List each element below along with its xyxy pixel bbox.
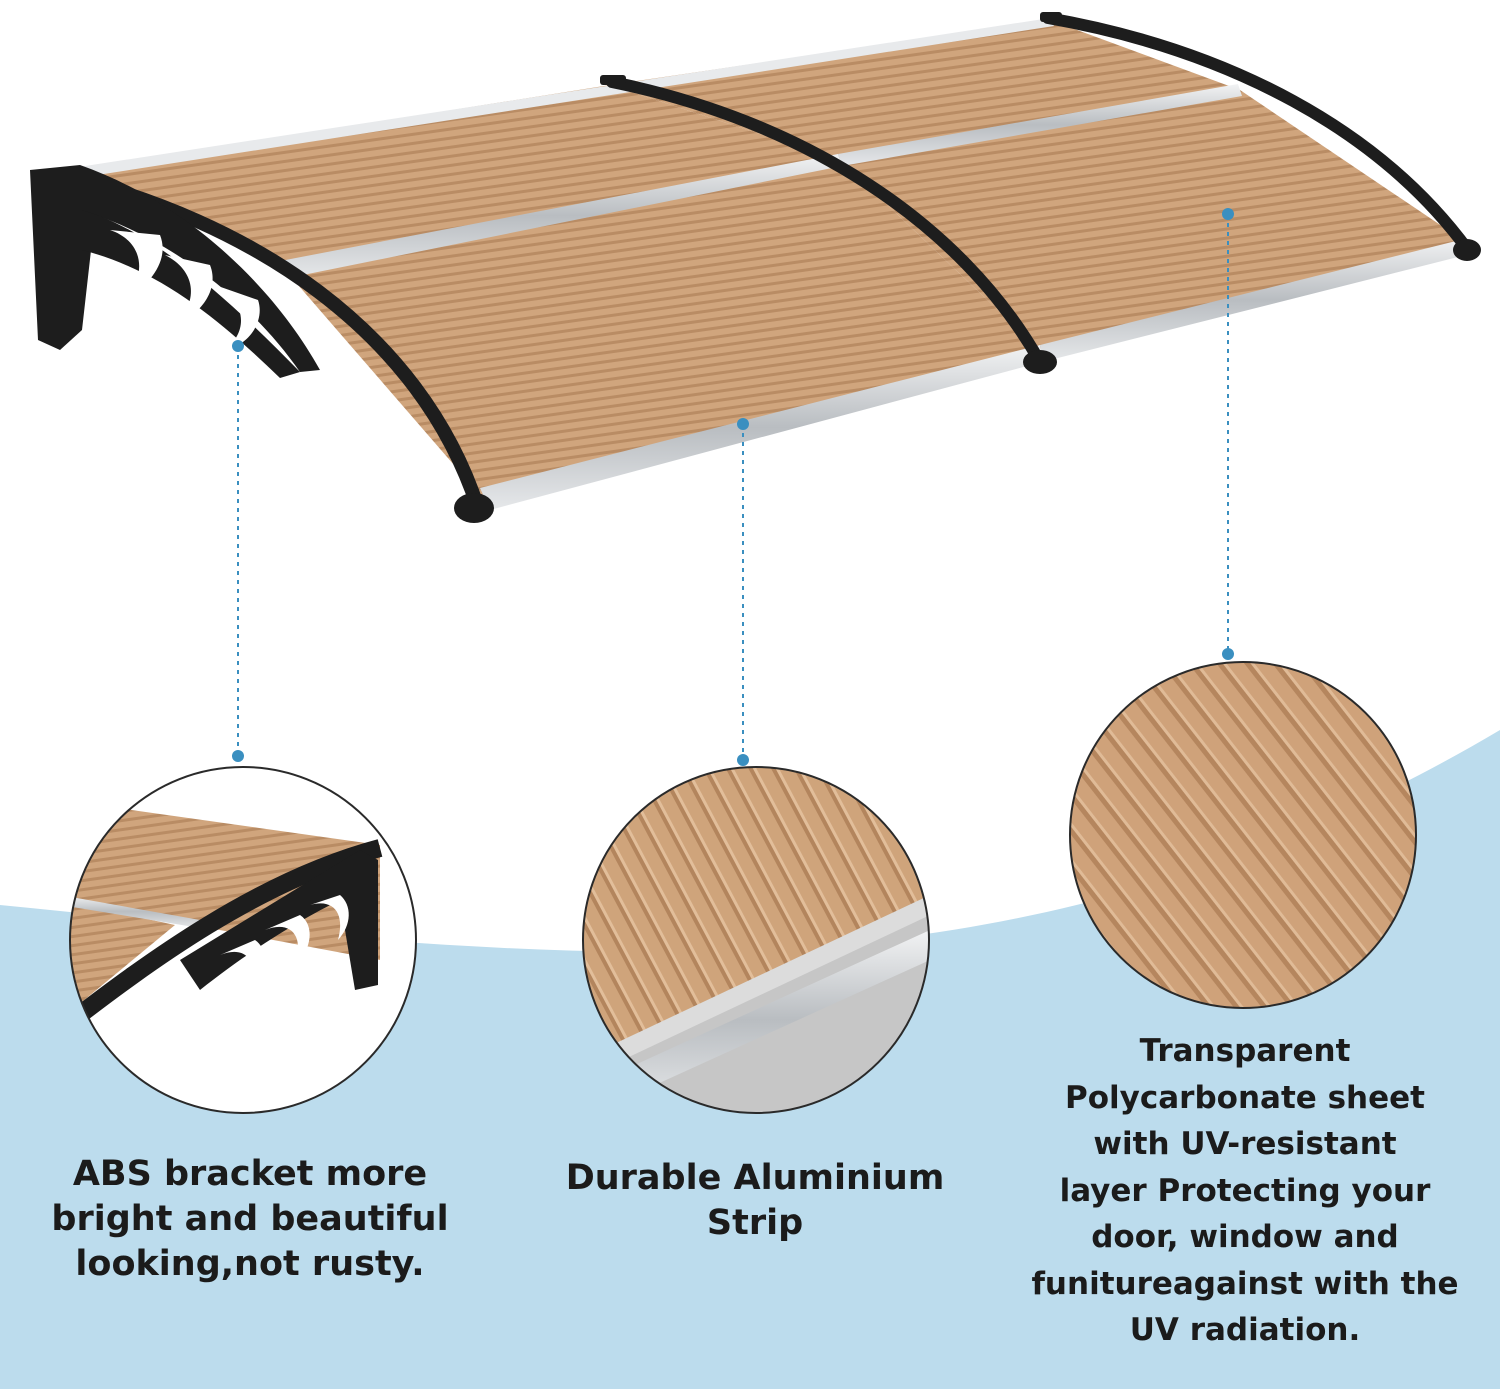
- callout-dot-sheet-bottom: [1222, 648, 1234, 660]
- end-cap-right: [1453, 239, 1481, 261]
- detail-circle-strip: [582, 766, 930, 1114]
- caption-line: UV radiation.: [1129, 1312, 1361, 1348]
- callout-dot-bracket-top: [232, 340, 244, 352]
- front-aluminium-strip-left: [480, 345, 1042, 510]
- middle-aluminium-strip-right: [838, 84, 1242, 166]
- awning-panel-back-left: [75, 85, 840, 270]
- awning: [30, 12, 1481, 523]
- arm-middle: [606, 76, 1046, 368]
- middle-aluminium-strip-left: [275, 154, 842, 278]
- awning-panel-front-right: [840, 90, 1470, 350]
- arm-right: [1042, 12, 1474, 256]
- caption-line: bright and beautiful: [51, 1198, 449, 1239]
- callout-dot-strip-top: [737, 418, 749, 430]
- abs-bracket: [30, 165, 320, 378]
- callout-dots: [232, 208, 1234, 766]
- caption-line: funitureagainst with the: [1031, 1265, 1459, 1302]
- caption-line: layer Protecting your: [1059, 1172, 1431, 1209]
- end-cap-left: [454, 493, 494, 523]
- callout-dot-strip-bottom: [737, 754, 749, 766]
- detail-circle-bracket: [69, 766, 417, 1114]
- top-aluminium-edge: [72, 18, 1054, 178]
- callout-dot-bracket-bottom: [232, 750, 244, 762]
- caption-line: Transparent: [1139, 1033, 1351, 1069]
- caption-polycarbonate-sheet: Transparent Polycarbonate sheet with UV-…: [1020, 1028, 1470, 1354]
- caption-aluminium-strip: Durable Aluminium Strip: [540, 1156, 970, 1246]
- callout-dot-sheet-top: [1222, 208, 1234, 220]
- caption-line: with UV-resistant: [1093, 1126, 1397, 1162]
- caption-abs-bracket: ABS bracket more bright and beautiful lo…: [40, 1152, 460, 1286]
- front-aluminium-strip-right: [1040, 238, 1470, 362]
- caption-line: looking,not rusty.: [75, 1243, 425, 1284]
- callout-lines: [237, 214, 1229, 760]
- end-cap-middle: [1023, 350, 1057, 374]
- caption-line: ABS bracket more: [72, 1154, 428, 1194]
- caption-line: Polycarbonate sheet: [1065, 1079, 1425, 1116]
- caption-line: door, window and: [1091, 1219, 1399, 1255]
- caption-line: Strip: [706, 1202, 804, 1243]
- detail-circle-sheet: [1069, 661, 1417, 1009]
- top-cap-middle: [600, 75, 626, 85]
- awning-panel-front-left: [285, 160, 1040, 495]
- caption-line: Durable Aluminium: [565, 1158, 945, 1198]
- top-cap-right: [1040, 12, 1062, 22]
